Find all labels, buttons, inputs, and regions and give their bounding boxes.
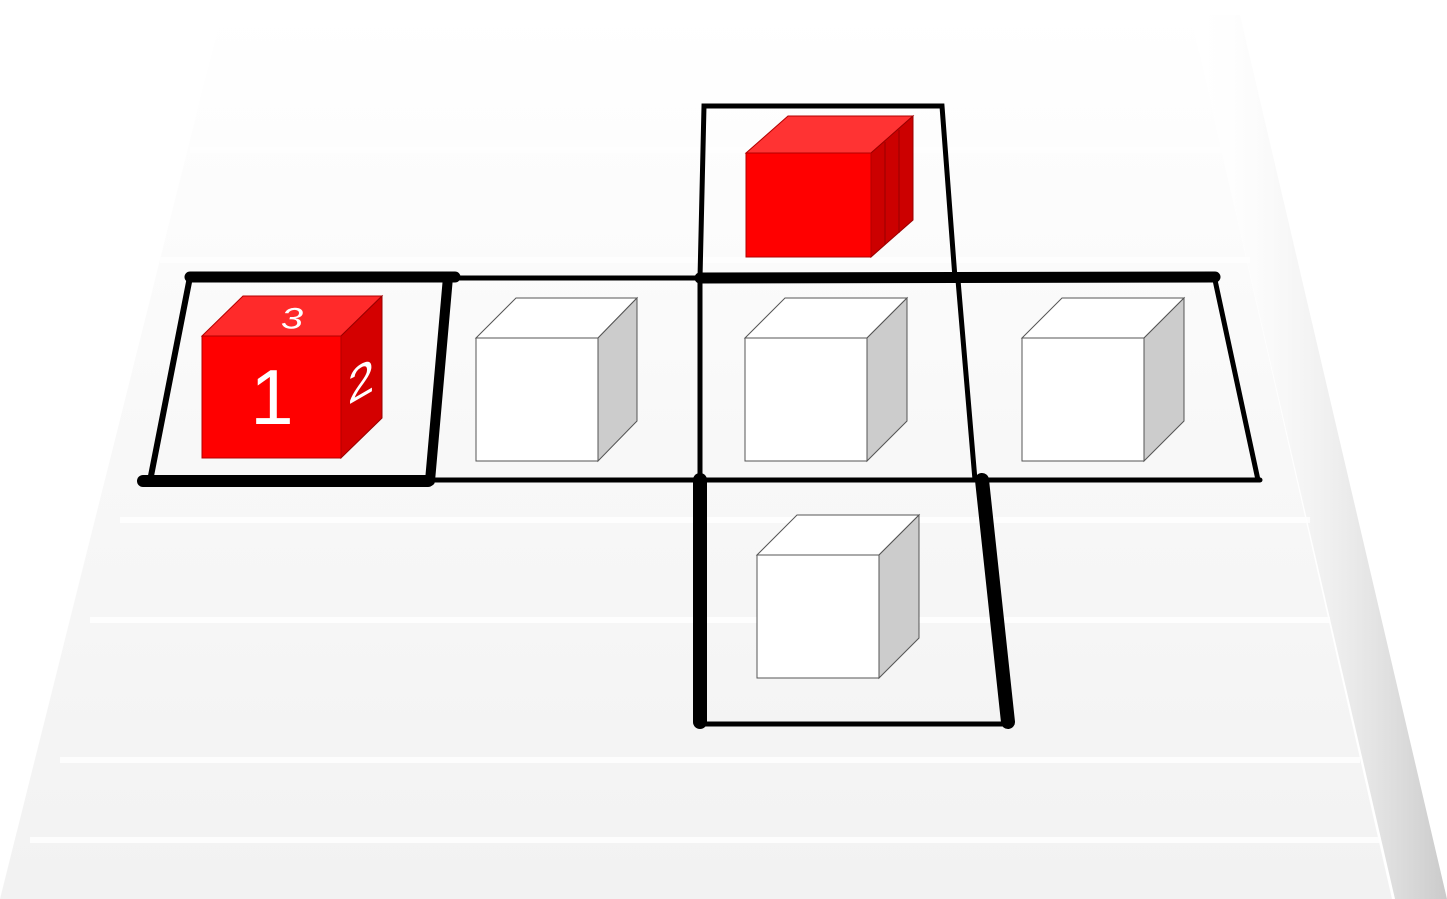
white-cube-center[interactable] — [743, 296, 909, 463]
white-cube-middle-left[interactable] — [474, 296, 639, 463]
grid-lines — [137, 103, 1263, 729]
board-shadow — [1190, 15, 1447, 899]
bottom-cell-right-edge — [975, 473, 1015, 729]
cube-top-number: 3 — [281, 302, 304, 335]
red-cube[interactable] — [744, 114, 915, 259]
right-cell-right-edge — [1212, 277, 1261, 483]
cube-front-number: 1 — [250, 353, 293, 441]
board-stripes — [30, 147, 1380, 843]
numbered-cube-front-face — [201, 335, 342, 459]
left-cell-right-edge — [425, 272, 453, 486]
left-cell-left-edge — [147, 274, 193, 484]
row-top-edge-right — [694, 271, 1221, 284]
white-cube-front-face — [756, 554, 880, 679]
numbered-red-cube[interactable]: 1 2 3 — [200, 294, 384, 460]
white-cube-bottom[interactable] — [755, 513, 921, 680]
white-cube-front-face — [744, 337, 868, 462]
game-board — [0, 12, 1392, 899]
white-cube-front-face — [475, 337, 599, 462]
top-cell-outline — [697, 103, 958, 281]
white-cube-front-face — [1021, 337, 1145, 462]
white-cube-right[interactable] — [1020, 296, 1186, 463]
red-cube-front-face — [745, 152, 872, 258]
center-cell-right-edge — [955, 277, 978, 483]
